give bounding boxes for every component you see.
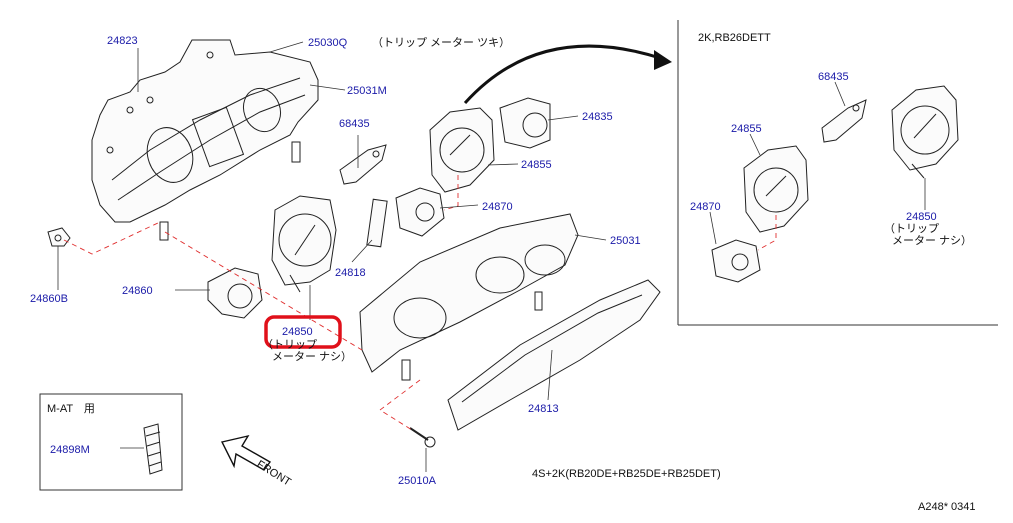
- note-25030Q: （トリップ メーター ツキ）: [372, 36, 510, 49]
- label-24813[interactable]: 24813: [528, 403, 559, 415]
- label-25031[interactable]: 25031: [610, 235, 641, 247]
- label-24835[interactable]: 24835: [582, 111, 613, 123]
- mat-box-title: M-AT 用: [47, 403, 95, 415]
- dashed-guides: [63, 175, 777, 431]
- front-arrow-icon: [220, 434, 272, 471]
- inset-note-24850-line1: （トリップ: [884, 222, 939, 235]
- inset-tacho-24850[interactable]: [891, 85, 959, 179]
- clip-24860B[interactable]: [47, 227, 71, 247]
- inset-gauge-24855[interactable]: [743, 145, 809, 233]
- tacho-24850[interactable]: [271, 195, 337, 293]
- note-24850-line1: （トリップ: [262, 338, 317, 351]
- applicability-note: 4S+2K(RB20DE+RB25DE+RB25DET): [532, 468, 721, 480]
- cluster-lid-25031[interactable]: [359, 213, 579, 381]
- label-25031M[interactable]: 25031M: [347, 85, 387, 97]
- meter-24835[interactable]: [499, 97, 551, 149]
- label-24860B[interactable]: 24860B: [30, 293, 68, 305]
- label-68435[interactable]: 68435: [339, 118, 370, 130]
- meter-housing-25030Q[interactable]: [91, 39, 319, 241]
- strip-24818[interactable]: [366, 198, 388, 248]
- label-24823[interactable]: 24823: [107, 35, 138, 47]
- inset-title: 2K,RB26DETT: [698, 32, 771, 44]
- inset-label-24855[interactable]: 24855: [731, 123, 762, 135]
- inset-meter-24870[interactable]: [711, 239, 761, 283]
- note-24850-line2: メーター ナシ）: [272, 350, 352, 363]
- inset-bracket-68435[interactable]: [821, 99, 867, 143]
- label-24870[interactable]: 24870: [482, 201, 513, 213]
- inset-label-24870[interactable]: 24870: [690, 201, 721, 213]
- screw-25010A[interactable]: [409, 427, 436, 448]
- meter-24860[interactable]: [207, 267, 263, 319]
- glass-panel-24813[interactable]: [447, 279, 661, 431]
- label-24850[interactable]: 24850: [282, 326, 313, 338]
- leader-lines: [57, 41, 926, 472]
- label-25010A[interactable]: 25010A: [398, 475, 437, 487]
- mat-box: [39, 393, 183, 491]
- front-label: FRONT: [254, 458, 293, 488]
- reference-code: A248* 0341: [918, 501, 976, 513]
- label-25030Q[interactable]: 25030Q: [308, 37, 348, 49]
- inset-label-24850[interactable]: 24850: [906, 211, 937, 223]
- inset-label-68435[interactable]: 68435: [818, 71, 849, 83]
- label-24860[interactable]: 24860: [122, 285, 153, 297]
- bracket-68435[interactable]: [339, 144, 387, 185]
- meter-24870[interactable]: [395, 187, 445, 237]
- label-24898M[interactable]: 24898M: [50, 444, 90, 456]
- label-24855[interactable]: 24855: [521, 159, 552, 171]
- gauge-24855[interactable]: [429, 107, 495, 193]
- inset-note-24850-line2: メーター ナシ）: [892, 234, 972, 247]
- inset-arrow: [463, 44, 672, 105]
- inset-frame: [677, 20, 998, 326]
- highlight-box-24850: [264, 315, 342, 349]
- label-24818[interactable]: 24818: [335, 267, 366, 279]
